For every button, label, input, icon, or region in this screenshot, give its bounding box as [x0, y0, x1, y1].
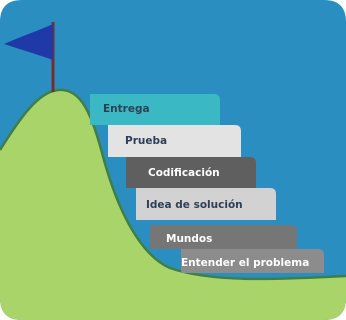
flag-icon — [4, 24, 53, 60]
step-label: Entender el problema — [181, 257, 309, 269]
step-shape — [126, 157, 256, 188]
hill — [0, 89, 346, 320]
step-shape — [181, 249, 324, 273]
step-label: Entrega — [103, 103, 150, 115]
step-label: Prueba — [125, 135, 167, 147]
step: Codificación — [126, 157, 256, 188]
step: Mundos — [150, 225, 297, 249]
hill-outline — [0, 88, 346, 281]
step-shape — [136, 188, 276, 220]
step-label: Mundos — [166, 233, 212, 245]
step-shape — [90, 94, 220, 125]
step: Entender el problema — [181, 249, 324, 273]
step-label: Idea de solución — [146, 199, 243, 211]
step: Prueba — [108, 125, 241, 157]
step-label: Codificación — [148, 167, 220, 179]
step-shape — [150, 225, 297, 249]
step: Entrega — [90, 94, 220, 125]
step-shape — [108, 125, 241, 157]
step: Idea de solución — [136, 188, 276, 220]
